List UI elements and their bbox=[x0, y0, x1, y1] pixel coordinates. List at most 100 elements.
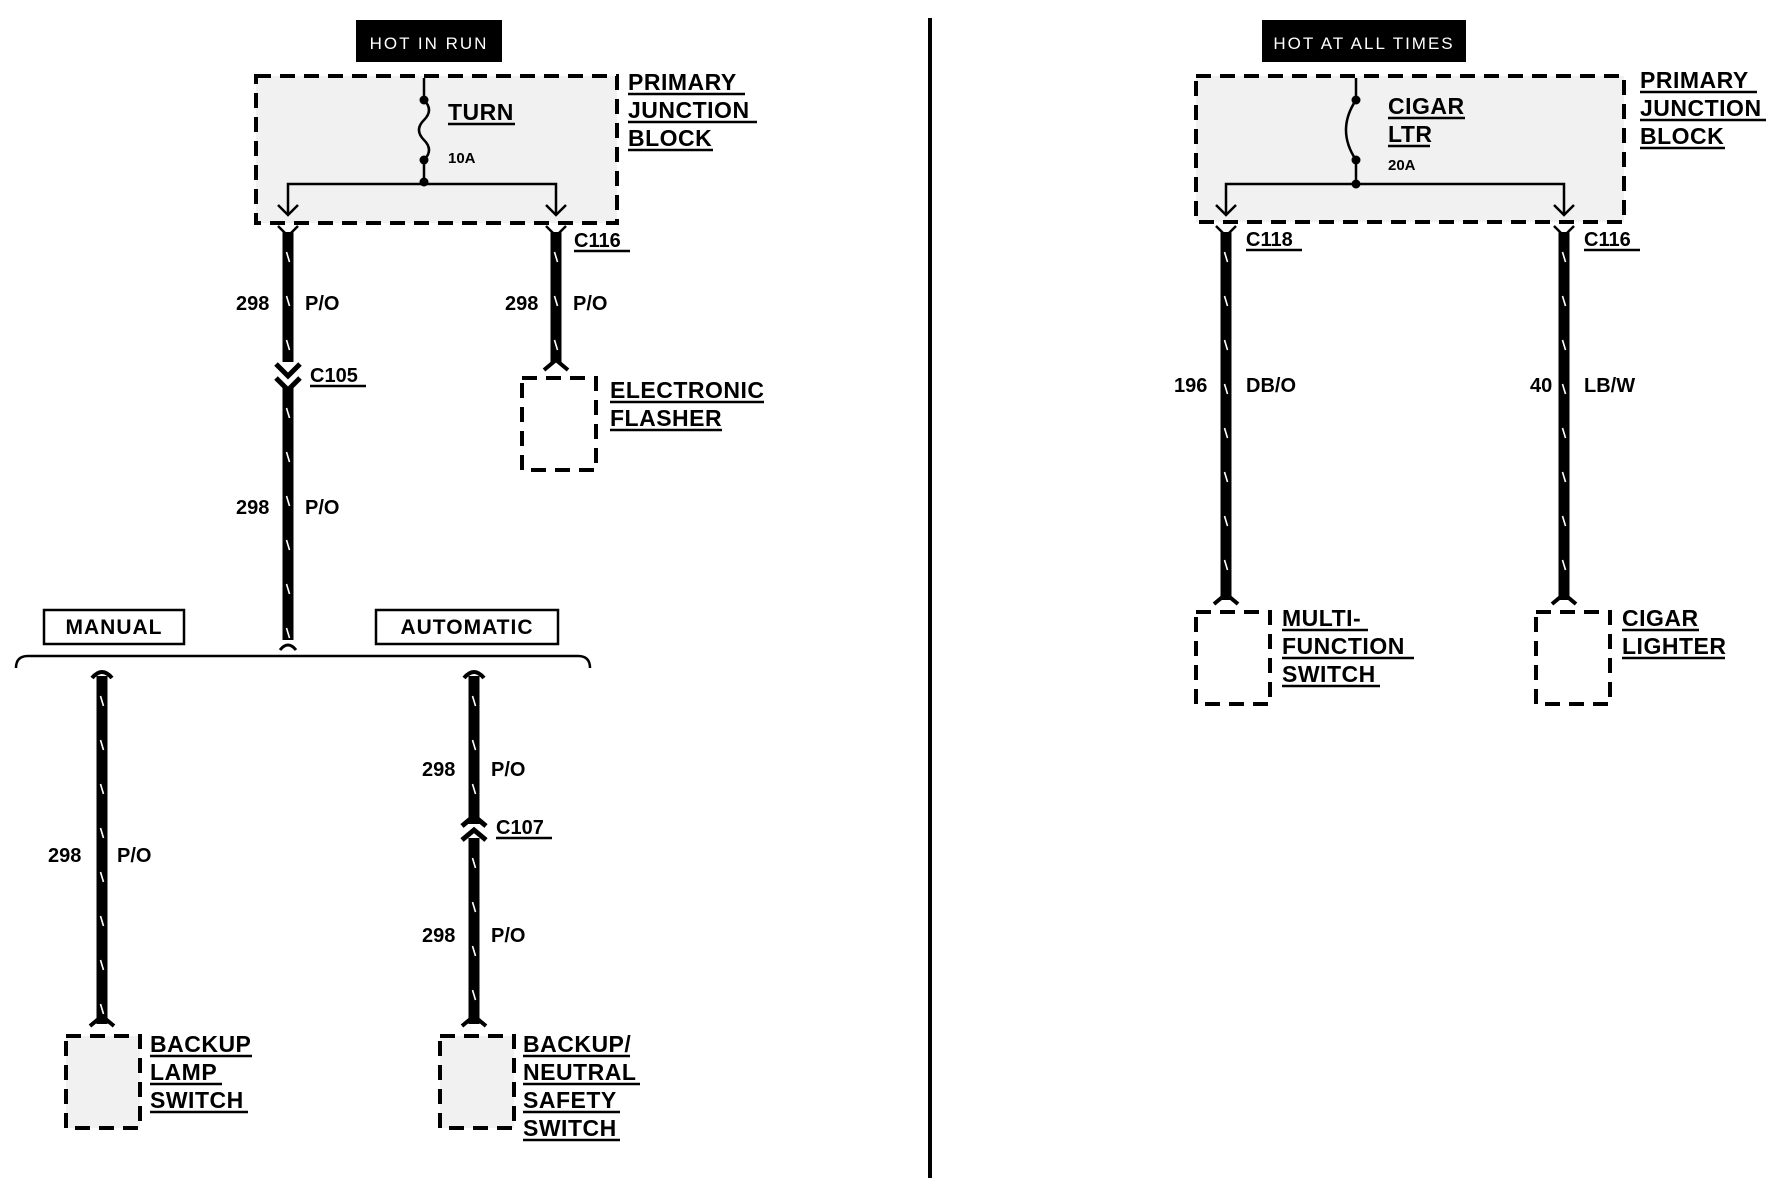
wire-stripe-tick bbox=[1561, 515, 1567, 527]
flasher-line2: FLASHER bbox=[610, 405, 722, 431]
left-panel: HOT IN RUN PRIMARY JUNCTION BLOCK TURN 1… bbox=[14, 20, 765, 1142]
mfs-line1: MULTI- bbox=[1282, 605, 1361, 631]
hot-in-run-badge bbox=[356, 20, 502, 62]
wire-stripe-tick bbox=[471, 695, 477, 707]
flasher-line1: ELECTRONIC bbox=[610, 377, 765, 403]
w1-color: P/O bbox=[305, 293, 339, 315]
hot-in-run-text: HOT IN RUN bbox=[370, 34, 489, 53]
w2-circuit: 298 bbox=[236, 497, 269, 519]
wire-stripe-tick bbox=[471, 901, 477, 913]
turn-fuse-rating: 10A bbox=[448, 150, 476, 167]
wire-stripe-tick bbox=[99, 915, 105, 927]
wire-stripe-tick bbox=[285, 295, 291, 307]
neutral-line3: SAFETY bbox=[523, 1087, 617, 1113]
wire-stripe-tick bbox=[471, 739, 477, 751]
w1-circuit: 298 bbox=[236, 293, 269, 315]
w3-color: P/O bbox=[117, 845, 151, 867]
wire-stripe-tick bbox=[285, 495, 291, 507]
hot-at-all-times-text: HOT AT ALL TIMES bbox=[1273, 34, 1454, 53]
wire-stripe-tick bbox=[99, 1003, 105, 1015]
w5-color: P/O bbox=[491, 925, 525, 947]
wire-stripe-tick bbox=[1223, 295, 1229, 307]
wire-stripe-tick bbox=[285, 539, 291, 551]
backup-lamp-switch bbox=[64, 1034, 142, 1130]
wire-stripe-tick bbox=[99, 959, 105, 971]
c116-label-left: C116 bbox=[574, 230, 621, 252]
wire-stripe-tick bbox=[99, 695, 105, 707]
right-block-line1: PRIMARY bbox=[1640, 67, 1749, 93]
wire-stripe-tick bbox=[285, 627, 291, 639]
wire-stripe-tick bbox=[1561, 427, 1567, 439]
right-panel: HOT AT ALL TIMES PRIMARY JUNCTION BLOCK … bbox=[1174, 20, 1766, 706]
w4-circuit: 298 bbox=[422, 759, 455, 781]
manual-option-box bbox=[42, 608, 186, 646]
wire-stripe-tick bbox=[471, 783, 477, 795]
w2-color: P/O bbox=[305, 497, 339, 519]
automatic-option-box bbox=[374, 608, 560, 646]
wire-stripe-tick bbox=[1223, 471, 1229, 483]
wire-stripe-tick bbox=[99, 871, 105, 883]
cigar-lighter bbox=[1534, 610, 1612, 706]
wire-stripe-tick bbox=[1561, 251, 1567, 263]
rw1-color: DB/O bbox=[1246, 375, 1296, 397]
wire-stripe-tick bbox=[1561, 383, 1567, 395]
automatic-option-text: AUTOMATIC bbox=[400, 616, 533, 639]
block-label-line2: JUNCTION bbox=[628, 97, 750, 123]
lighter-line1: CIGAR bbox=[1622, 605, 1699, 631]
c116-label-right: C116 bbox=[1584, 229, 1631, 251]
wire-stripe-tick bbox=[553, 339, 559, 351]
multi-function-switch bbox=[1194, 610, 1272, 706]
wire-stripe-tick bbox=[1561, 471, 1567, 483]
block-label-line1: PRIMARY bbox=[628, 69, 737, 95]
cigar-ltr-line1: CIGAR bbox=[1388, 93, 1465, 119]
rw2-circuit: 40 bbox=[1530, 375, 1552, 397]
wire-stripe-tick bbox=[1223, 515, 1229, 527]
turn-fuse-name: TURN bbox=[448, 99, 514, 125]
electronic-flasher bbox=[520, 376, 598, 472]
neutral-line2: NEUTRAL bbox=[523, 1059, 636, 1085]
backup-neutral-safety-switch bbox=[438, 1034, 516, 1130]
wire-stripe-tick bbox=[1561, 559, 1567, 571]
w3-circuit: 298 bbox=[48, 845, 81, 867]
w4-color: P/O bbox=[491, 759, 525, 781]
wire-stripe-tick bbox=[1223, 339, 1229, 351]
block-label-line3: BLOCK bbox=[628, 125, 712, 151]
wire-stripe-tick bbox=[1561, 295, 1567, 307]
backup-lamp-line1: BACKUP bbox=[150, 1031, 251, 1057]
wire-stripe-tick bbox=[1223, 559, 1229, 571]
w6-circuit: 298 bbox=[505, 293, 538, 315]
mfs-line3: SWITCH bbox=[1282, 661, 1376, 687]
wire-stripe-tick bbox=[285, 407, 291, 419]
c118-label: C118 bbox=[1246, 229, 1293, 251]
wire-stripe-tick bbox=[99, 739, 105, 751]
cigar-ltr-rating: 20A bbox=[1388, 157, 1416, 174]
primary-junction-block bbox=[254, 74, 619, 225]
primary-junction-block-right bbox=[1194, 74, 1626, 224]
manual-option-text: MANUAL bbox=[66, 616, 163, 639]
mfs-line2: FUNCTION bbox=[1282, 633, 1405, 659]
wire-stripe-tick bbox=[1223, 427, 1229, 439]
wire-stripe-tick bbox=[1223, 383, 1229, 395]
wire-stripe-tick bbox=[285, 583, 291, 595]
rw2-color: LB/W bbox=[1584, 375, 1635, 397]
lighter-line2: LIGHTER bbox=[1622, 633, 1726, 659]
neutral-line1: BACKUP/ bbox=[523, 1031, 631, 1057]
right-block-line3: BLOCK bbox=[1640, 123, 1724, 149]
c105-label: C105 bbox=[310, 365, 358, 387]
wire-stripe-tick bbox=[1223, 251, 1229, 263]
cigar-ltr-line2: LTR bbox=[1388, 121, 1433, 147]
wire-stripe-tick bbox=[285, 339, 291, 351]
wire-stripe-tick bbox=[471, 857, 477, 869]
hot-at-all-times-badge bbox=[1262, 20, 1466, 62]
backup-lamp-line2: LAMP bbox=[150, 1059, 217, 1085]
wire-stripe-tick bbox=[99, 827, 105, 839]
c107-label: C107 bbox=[496, 817, 544, 839]
wire-stripe-tick bbox=[553, 295, 559, 307]
wire-stripe-tick bbox=[285, 451, 291, 463]
neutral-line4: SWITCH bbox=[523, 1115, 617, 1141]
right-block-line2: JUNCTION bbox=[1640, 95, 1762, 121]
wire-stripe-tick bbox=[553, 251, 559, 263]
w6-color: P/O bbox=[573, 293, 607, 315]
rw1-circuit: 196 bbox=[1174, 375, 1207, 397]
wire-stripe-tick bbox=[99, 783, 105, 795]
